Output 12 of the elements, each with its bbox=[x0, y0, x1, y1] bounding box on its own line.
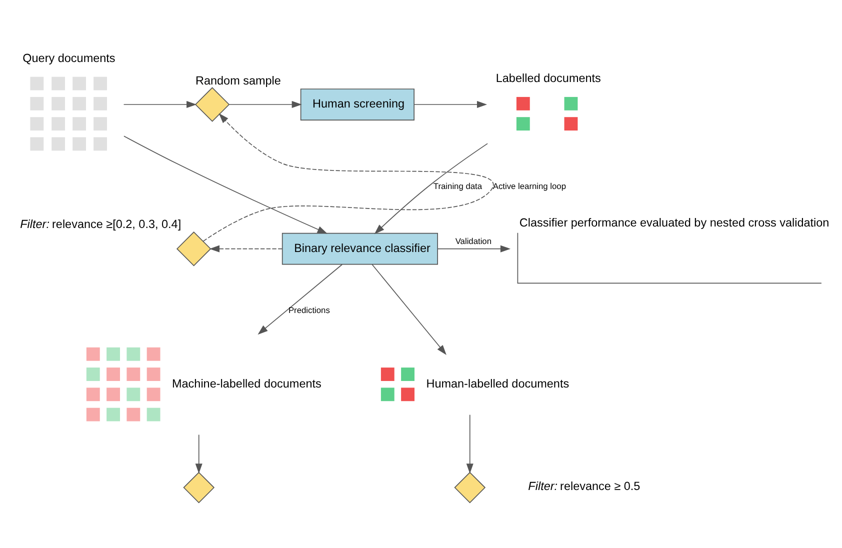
node-label: Query documents bbox=[22, 52, 116, 65]
edge-label: Training data bbox=[433, 180, 482, 191]
node-label: Labelled documents bbox=[496, 72, 601, 86]
node-text: Classifier performance evaluated by nested cross validation bbox=[519, 216, 830, 230]
node-label: Human-labelled documents bbox=[426, 377, 570, 390]
label: Filter: relevance ≥ 0.5 bbox=[528, 480, 640, 493]
node-label: Random sample bbox=[196, 74, 281, 88]
node-label: Machine-labelled documents bbox=[172, 377, 322, 390]
edge-label: Predictions bbox=[288, 305, 330, 316]
edge-label: Validation bbox=[455, 236, 492, 246]
edge-label: Active learning loop bbox=[492, 180, 566, 191]
node-label: Filter: relevance ≥[0.2, 0.3, 0.4] bbox=[20, 218, 182, 232]
